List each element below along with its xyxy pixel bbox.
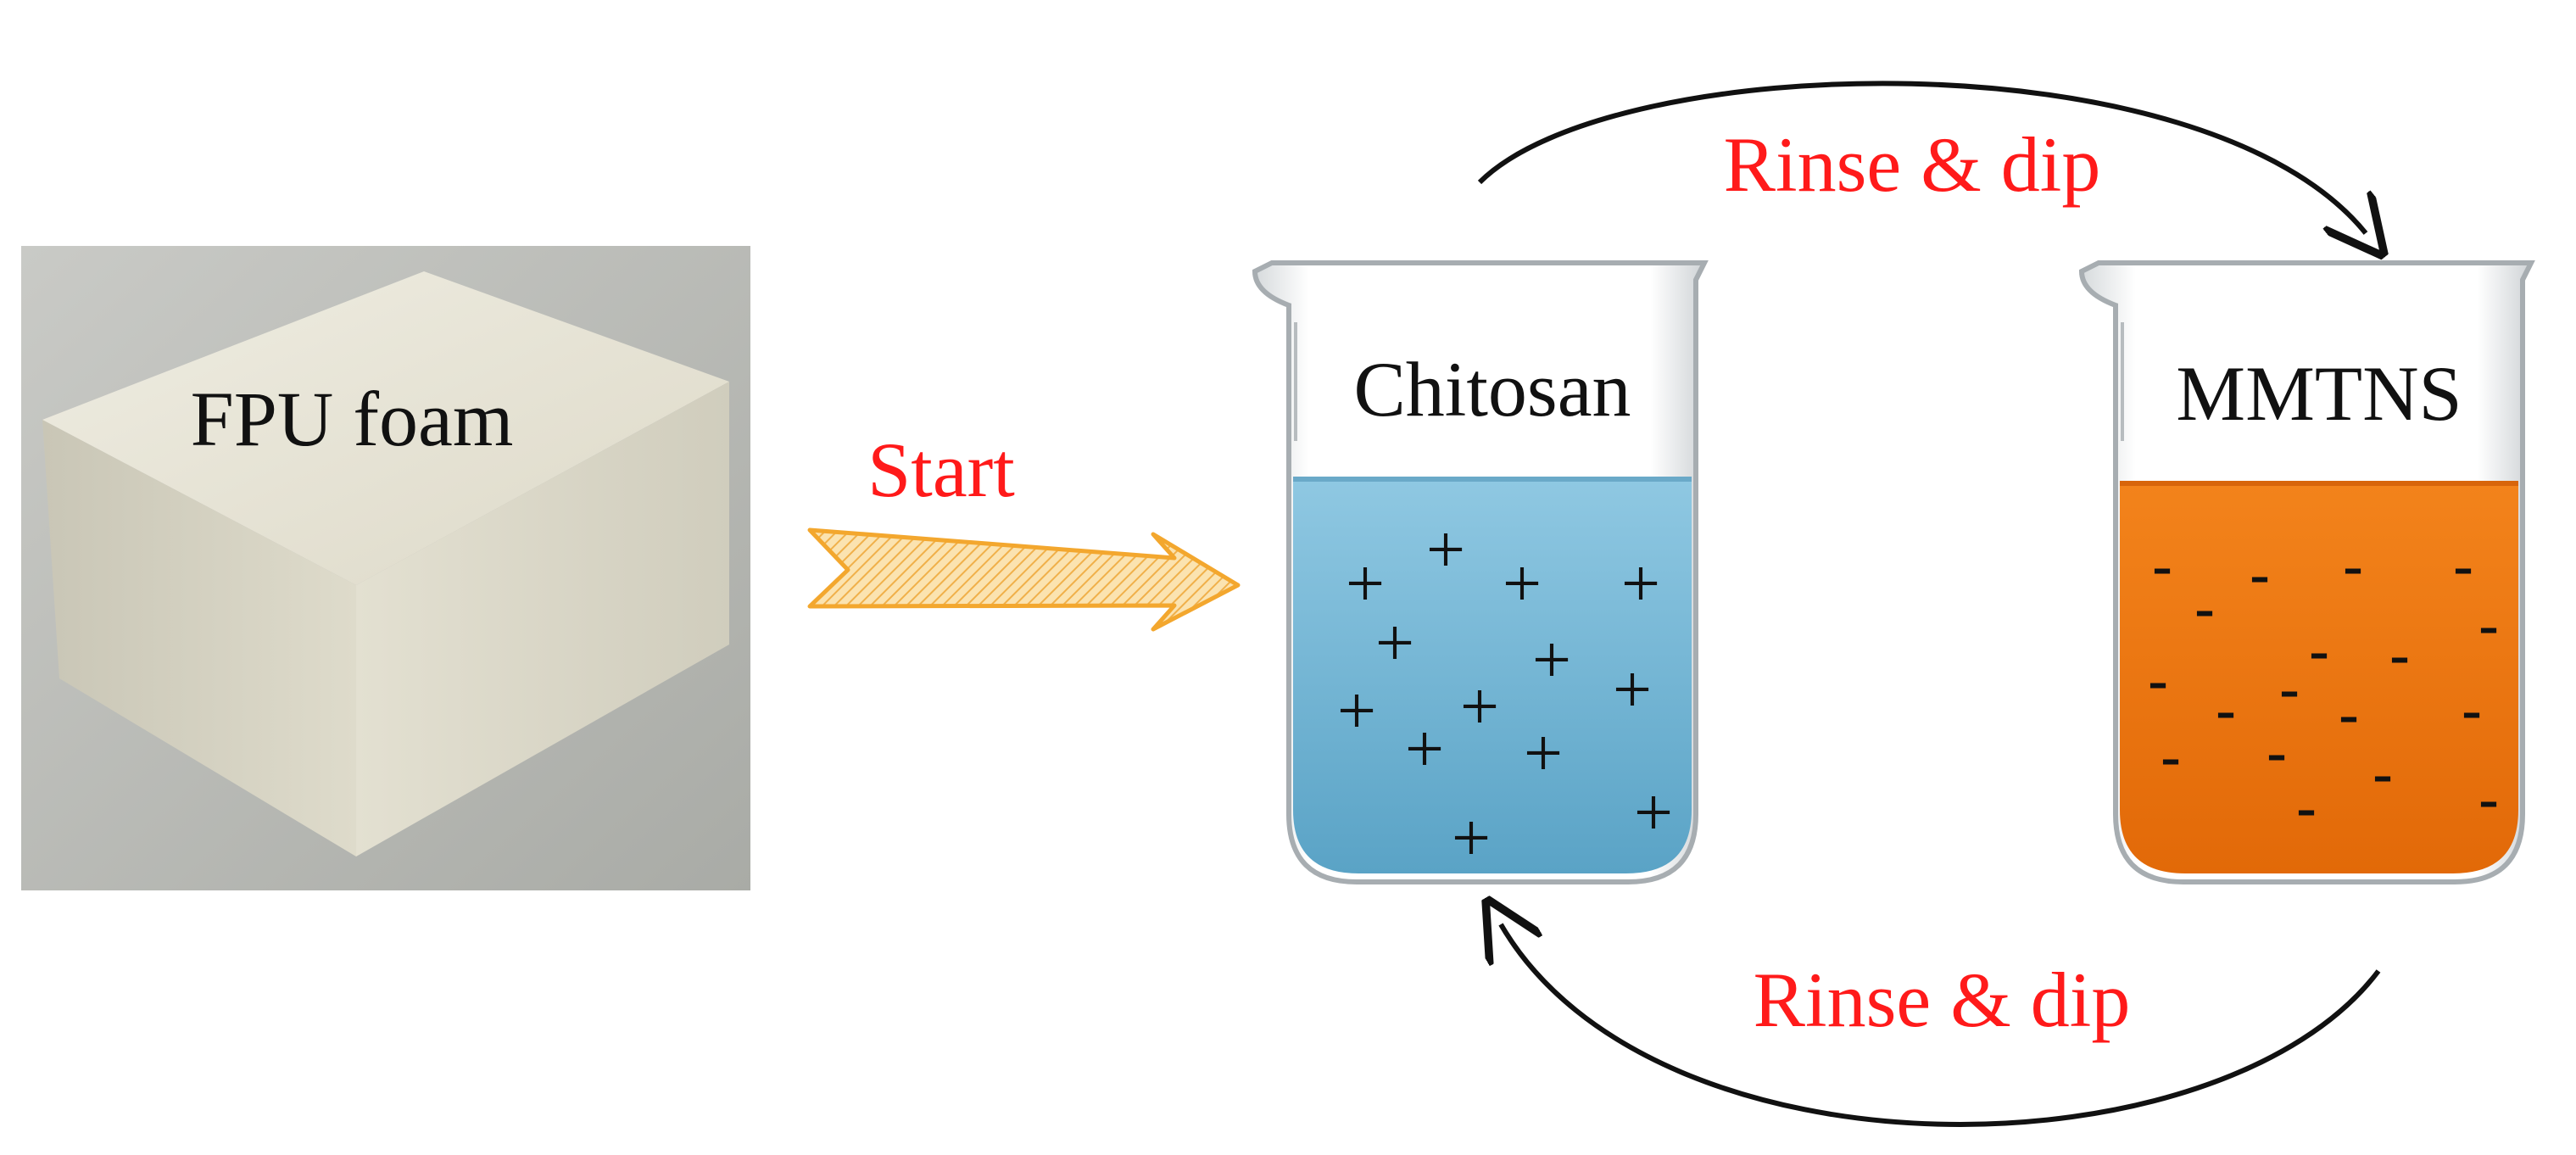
plus-charge: + [1634,773,1673,851]
plus-charge: + [1621,544,1660,622]
beaker-mmtns: MMTNS ------------------ [2078,260,2535,884]
minus-charge: - [2478,593,2498,658]
positive-charges: +++++++++++++ [1337,511,1673,876]
foam-front-face [356,382,729,856]
plus-charge: + [1503,544,1542,622]
start-arrow [807,527,1241,632]
chitosan-label: Chitosan [1353,346,1631,432]
plus-charge: + [1405,710,1444,787]
foam-photo: FPU foam [21,246,750,890]
minus-charge: - [2148,648,2167,713]
plus-charge: + [1532,621,1571,698]
minus-charge: - [2309,618,2328,684]
minus-charge: - [2250,542,2269,607]
beaker-chitosan: Chitosan +++++++++++++ [1252,260,1709,884]
start-arrow-group: Start [807,427,1241,632]
minus-charge: - [2453,533,2473,599]
minus-charge: - [2462,678,2481,743]
plus-charge: + [1346,544,1385,622]
plus-charge: + [1426,511,1465,588]
plus-charge: + [1375,604,1414,681]
foam-top-face [42,271,729,585]
foam-label: FPU foam [191,376,514,462]
plus-charge: + [1452,799,1491,876]
minus-charge: - [2343,533,2362,599]
rinse-dip-label-top: Rinse & dip [1724,121,2101,208]
mmtns-liquid [2120,483,2518,873]
mmtns-label: MMTNS [2176,350,2462,437]
minus-charge: - [2339,682,2358,747]
minus-charge: - [2372,741,2392,806]
negative-charges: ------------------ [2148,533,2498,840]
rinse-dip-label-bottom: Rinse & dip [1754,957,2131,1043]
minus-charge: - [2267,720,2286,785]
minus-charge: - [2279,656,2299,722]
plus-charge: + [1613,650,1652,728]
plus-charge: + [1524,714,1563,791]
chitosan-liquid [1293,479,1692,873]
start-label: Start [867,427,1015,513]
minus-charge: - [2389,622,2409,688]
plus-charge: + [1337,672,1376,749]
plus-charge: + [1460,667,1499,745]
minus-charge: - [2216,678,2235,743]
rinse-dip-arrow-top [1477,81,2366,233]
minus-charge: - [2194,576,2214,641]
foam-left-face [42,420,356,856]
minus-charge: - [2161,724,2180,790]
rinse-dip-arrow-bottom [1501,924,2381,1127]
minus-charge: - [2152,533,2172,599]
minus-charge: - [2478,767,2498,832]
minus-charge: - [2296,775,2316,840]
